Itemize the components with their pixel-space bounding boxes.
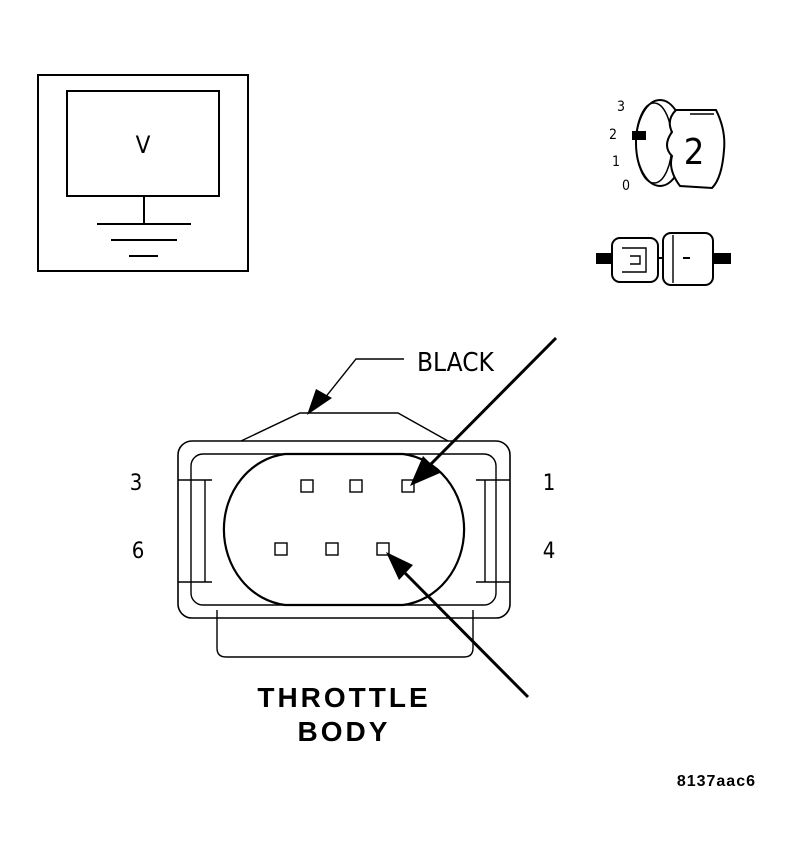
probe-arrow-pin-4 — [386, 552, 530, 699]
connector-pin — [325, 542, 339, 556]
ignition-switch-icon: 3 2 1 0 2 — [609, 99, 726, 194]
ignition-position-1: 1 — [612, 154, 620, 170]
pin-label-top-right: 1 — [543, 471, 556, 496]
connector-pin — [274, 542, 288, 556]
voltmeter-symbol: V — [136, 131, 151, 159]
connector-name-line2: BODY — [298, 716, 391, 747]
pin-label-top-left: 3 — [130, 471, 143, 496]
ignition-position-2: 2 — [609, 127, 617, 143]
connector-color-callout: BLACK — [307, 348, 495, 415]
connector-color-label: BLACK — [417, 348, 495, 378]
test-lead-icon — [596, 232, 731, 286]
connector-pin-1 — [401, 479, 415, 493]
ignition-position-3: 3 — [617, 99, 625, 115]
pin-label-bottom-right: 4 — [543, 539, 556, 564]
connector-pin — [300, 479, 314, 493]
ignition-position-0: 0 — [622, 178, 630, 194]
connector-pin — [349, 479, 363, 493]
figure-id: 8137aac6 — [677, 773, 756, 790]
ground-symbol-icon — [97, 196, 191, 257]
ignition-selected-position: 2 — [684, 132, 705, 173]
probe-arrow-pin-1 — [410, 336, 558, 486]
pin-label-bottom-left: 6 — [132, 539, 145, 564]
voltmeter-icon: V — [37, 74, 249, 272]
throttle-body-connector — [177, 412, 511, 658]
connector-name-line1: THROTTLE — [257, 682, 430, 713]
connector-pin-4 — [376, 542, 390, 556]
